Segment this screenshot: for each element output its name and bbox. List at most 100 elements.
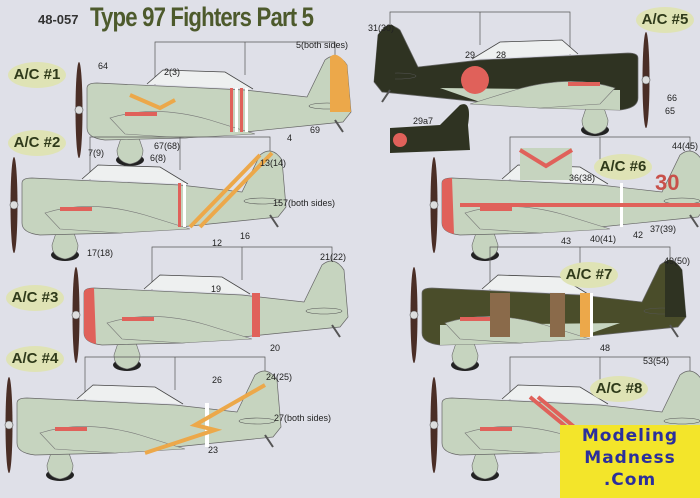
callout: 42 bbox=[633, 230, 644, 240]
canopy bbox=[146, 69, 254, 90]
aircraft-profile bbox=[74, 41, 352, 166]
wing-hinomaru bbox=[122, 317, 154, 321]
alt-tail-fragment bbox=[390, 104, 470, 153]
callout: 23 bbox=[208, 445, 219, 455]
spinner bbox=[74, 105, 84, 115]
wing-hinomaru bbox=[460, 317, 492, 321]
fuselage-stripe bbox=[188, 151, 274, 229]
canopy bbox=[471, 39, 579, 60]
badge-ac7: A/C #7 bbox=[560, 262, 618, 288]
fuselage-band bbox=[245, 88, 248, 132]
callout: 17(18) bbox=[87, 248, 114, 258]
callout: 36(38) bbox=[569, 173, 596, 183]
callout: 7(9) bbox=[88, 148, 105, 158]
tail-number: 30 bbox=[655, 170, 679, 195]
callout: 27(both sides) bbox=[274, 413, 332, 423]
callout: 26 bbox=[212, 375, 223, 385]
spinner bbox=[4, 420, 14, 430]
reference-line bbox=[389, 11, 571, 55]
spinner bbox=[641, 75, 651, 85]
badge-ac5: A/C #5 bbox=[636, 7, 694, 33]
callout: 65 bbox=[665, 106, 676, 116]
top-view-chevron bbox=[518, 148, 574, 169]
aircraft-profile bbox=[4, 356, 282, 481]
landing-gear bbox=[113, 336, 141, 370]
tail-wheel bbox=[264, 434, 274, 448]
tail-wheel bbox=[669, 324, 679, 338]
watermark-line: Madness bbox=[584, 448, 676, 468]
landing-gear bbox=[116, 131, 144, 165]
fuselage-band bbox=[590, 293, 593, 337]
callout: 48 bbox=[600, 343, 611, 353]
callout: 67(68) bbox=[154, 141, 181, 151]
canopy bbox=[76, 384, 184, 405]
landing-gear bbox=[46, 446, 74, 480]
fuselage-band bbox=[580, 293, 590, 337]
aircraft-profile bbox=[9, 136, 287, 261]
badge-ac6: A/C #6 bbox=[594, 154, 652, 180]
tail-wheel bbox=[689, 214, 699, 228]
spinner bbox=[429, 420, 439, 430]
callout: 69 bbox=[310, 125, 321, 135]
fuselage-stripe bbox=[129, 93, 176, 111]
fuselage-stripe bbox=[144, 383, 266, 455]
callout: 6(8) bbox=[150, 153, 167, 163]
callout: 21(22) bbox=[320, 252, 347, 262]
watermark: Modeling Madness .Com bbox=[560, 425, 700, 498]
tailplane bbox=[663, 417, 700, 425]
callout: 13(14) bbox=[260, 158, 287, 168]
badge-ac3: A/C #3 bbox=[6, 285, 64, 311]
landing-gear bbox=[581, 101, 609, 135]
watermark-line: Modeling bbox=[581, 426, 679, 446]
wing-hinomaru bbox=[125, 112, 157, 116]
aircraft-profile bbox=[71, 246, 349, 371]
reference-line bbox=[84, 356, 266, 400]
aircraft-profile bbox=[409, 246, 687, 371]
product-code: 48-057 bbox=[38, 12, 79, 27]
callout: 49(50) bbox=[664, 256, 691, 266]
callout: 28 bbox=[496, 50, 507, 60]
aircraft-profile bbox=[373, 11, 651, 136]
canopy bbox=[143, 274, 251, 295]
callout: 64 bbox=[98, 61, 109, 71]
wing-hinomaru bbox=[480, 207, 512, 211]
wing-hinomaru bbox=[480, 427, 512, 431]
badge-ac8: A/C #8 bbox=[590, 376, 648, 402]
callout: 24(25) bbox=[266, 372, 293, 382]
tailplane bbox=[243, 197, 281, 205]
callout: 31(30) bbox=[368, 23, 395, 33]
fuselage-band bbox=[178, 183, 181, 227]
spinner bbox=[71, 310, 81, 320]
callout: 12 bbox=[212, 238, 223, 248]
fuselage-stripe bbox=[528, 395, 580, 432]
hinomaru bbox=[461, 66, 489, 94]
callout: 44(45) bbox=[672, 141, 699, 151]
watermark-line: .Com bbox=[603, 470, 657, 490]
landing-gear bbox=[471, 226, 499, 260]
spinner bbox=[429, 200, 439, 210]
callout: 5(both sides) bbox=[296, 40, 349, 50]
landing-gear bbox=[451, 336, 479, 370]
tailplane bbox=[305, 307, 343, 315]
fuselage-band bbox=[252, 293, 260, 337]
canopy bbox=[81, 164, 189, 185]
sheet-title: Type 97 Fighters Part 5 bbox=[90, 2, 314, 32]
callout: 53(54) bbox=[643, 356, 670, 366]
reference-line bbox=[151, 246, 333, 290]
fuselage-band bbox=[183, 183, 186, 227]
tail-wheel bbox=[381, 89, 391, 103]
landing-gear bbox=[51, 226, 79, 260]
callout: 29a7 bbox=[413, 116, 434, 126]
callout: 29 bbox=[465, 50, 476, 60]
wing-hinomaru bbox=[60, 207, 92, 211]
spinner bbox=[9, 200, 19, 210]
wing-hinomaru bbox=[55, 427, 87, 431]
callout: 40(41) bbox=[590, 234, 617, 244]
landing-gear bbox=[471, 446, 499, 480]
badge-ac4: A/C #4 bbox=[6, 346, 64, 372]
callout: 2(3) bbox=[164, 67, 181, 77]
tail-marking bbox=[665, 259, 686, 317]
reference-line bbox=[89, 136, 271, 180]
callout: 19 bbox=[211, 284, 222, 294]
callout: 4 bbox=[287, 133, 293, 143]
